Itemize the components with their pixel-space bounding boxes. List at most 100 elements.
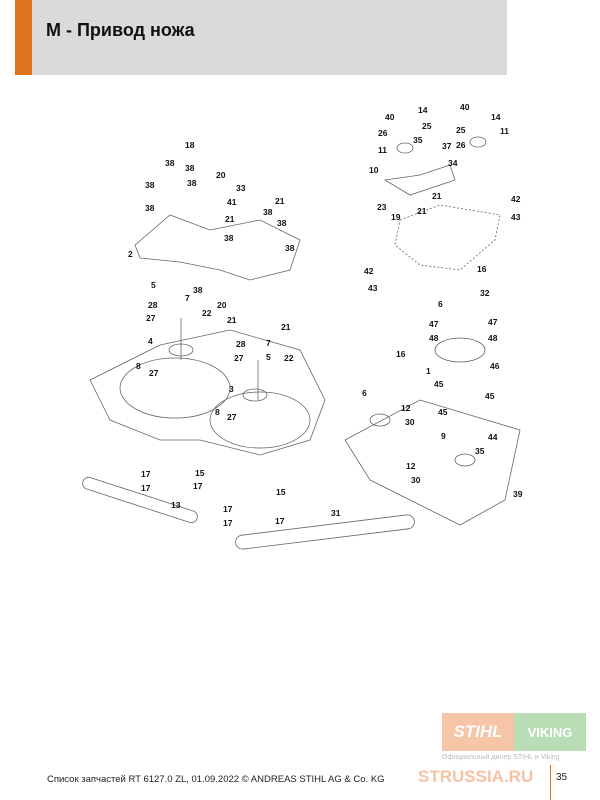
callout-label: 30 [405, 417, 415, 427]
callout-label: 14 [491, 112, 501, 122]
main-pulley [434, 337, 486, 363]
callout-label: 30 [411, 475, 421, 485]
callout-label: 45 [485, 391, 495, 401]
callout-label: 38 [187, 178, 197, 188]
callout-label: 25 [422, 121, 432, 131]
footer-text: Список запчастей RT 6127.0 ZL, 01.09.202… [47, 774, 385, 785]
callout-label: 26 [456, 140, 466, 150]
callout-label: 44 [488, 432, 498, 442]
callout-label: 8 [136, 361, 141, 371]
callout-label: 23 [377, 202, 387, 212]
callout-label: 38 [263, 207, 273, 217]
callout-label: 16 [477, 264, 487, 274]
stihl-logo: STIHL [442, 713, 514, 751]
callout-label: 28 [236, 339, 246, 349]
callout-label: 5 [151, 280, 156, 290]
viking-logo: VIKING [514, 713, 586, 751]
callout-label: 47 [488, 317, 498, 327]
dealer-site: STRUSSIA.RU [418, 767, 534, 786]
callout-label: 22 [202, 308, 212, 318]
cutter-deck [89, 329, 326, 456]
callout-label: 6 [438, 299, 443, 309]
belt-13 [82, 476, 198, 524]
right-bracket-plate [394, 204, 501, 271]
callout-label: 12 [406, 461, 416, 471]
callout-label: 48 [488, 333, 498, 343]
callout-label: 17 [193, 481, 203, 491]
callout-label: 26 [378, 128, 388, 138]
callout-label: 38 [193, 285, 203, 295]
callout-label: 11 [500, 126, 509, 136]
callout-label: 13 [171, 500, 181, 510]
callout-label: 38 [165, 158, 175, 168]
callout-label: 15 [276, 487, 286, 497]
right-spindle-pulley [242, 388, 268, 402]
callout-label: 34 [448, 158, 458, 168]
callout-label: 16 [396, 349, 406, 359]
callout-label: 17 [223, 504, 233, 514]
callout-label: 10 [369, 165, 379, 175]
callout-label: 5 [266, 352, 271, 362]
callout-label: 38 [145, 180, 155, 190]
callout-label: 43 [368, 283, 378, 293]
callout-label: 40 [385, 112, 395, 122]
callout-label: 21 [275, 196, 285, 206]
callout-label: 11 [378, 145, 387, 155]
callout-label: 39 [513, 489, 523, 499]
callout-label: 17 [141, 483, 151, 493]
callout-label: 32 [480, 288, 490, 298]
callout-label: 27 [149, 368, 159, 378]
callout-label: 21 [227, 315, 237, 325]
callout-label: 46 [490, 361, 500, 371]
callout-label: 15 [195, 468, 205, 478]
belt-31 [235, 514, 415, 550]
dealer-caption: Официальный дилер STIHL и Viking [442, 754, 560, 761]
callout-label: 42 [364, 266, 374, 276]
callout-label: 20 [217, 300, 227, 310]
tension-arm [383, 164, 456, 196]
callout-label: 42 [511, 194, 521, 204]
callout-label: 21 [281, 322, 291, 332]
callout-label: 40 [460, 102, 470, 112]
page-number: 35 [556, 772, 568, 783]
callout-label: 43 [511, 212, 521, 222]
callout-label: 12 [401, 403, 411, 413]
callout-label: 35 [413, 135, 423, 145]
callout-label: 21 [225, 214, 235, 224]
callout-label: 35 [475, 446, 485, 456]
callout-label: 38 [224, 233, 234, 243]
callout-label: 21 [417, 206, 427, 216]
callout-label: 9 [441, 431, 446, 441]
callout-label: 14 [418, 105, 428, 115]
callout-label: 2 [128, 249, 133, 259]
callout-label: 3 [229, 384, 234, 394]
callout-label: 38 [285, 243, 295, 253]
callout-label: 28 [148, 300, 158, 310]
dealer-logo: STIHL VIKING [442, 713, 586, 751]
page-title: M - Привод ножа [46, 20, 195, 40]
callout-label: 19 [391, 212, 401, 222]
callout-label: 6 [362, 388, 367, 398]
callout-label: 47 [429, 319, 439, 329]
callout-label: 22 [284, 353, 294, 363]
callout-label: 37 [442, 141, 452, 151]
header-accent-bar [15, 0, 32, 75]
callout-label: 17 [275, 516, 285, 526]
callout-label: 38 [185, 163, 195, 173]
page-divider [550, 765, 551, 800]
callout-label: 1 [426, 366, 431, 376]
callout-label: 27 [227, 412, 237, 422]
idler-pulley [369, 413, 391, 427]
callout-label: 8 [215, 407, 220, 417]
callout-label: 18 [185, 140, 195, 150]
idler-pulley [454, 453, 476, 467]
tension-pulley [396, 142, 414, 154]
callout-label: 45 [434, 379, 444, 389]
callout-label: 4 [148, 336, 153, 346]
callout-label: 48 [429, 333, 439, 343]
header-band [15, 0, 507, 75]
callout-label: 17 [223, 518, 233, 528]
callout-label: 27 [146, 313, 156, 323]
callout-label: 21 [432, 191, 442, 201]
